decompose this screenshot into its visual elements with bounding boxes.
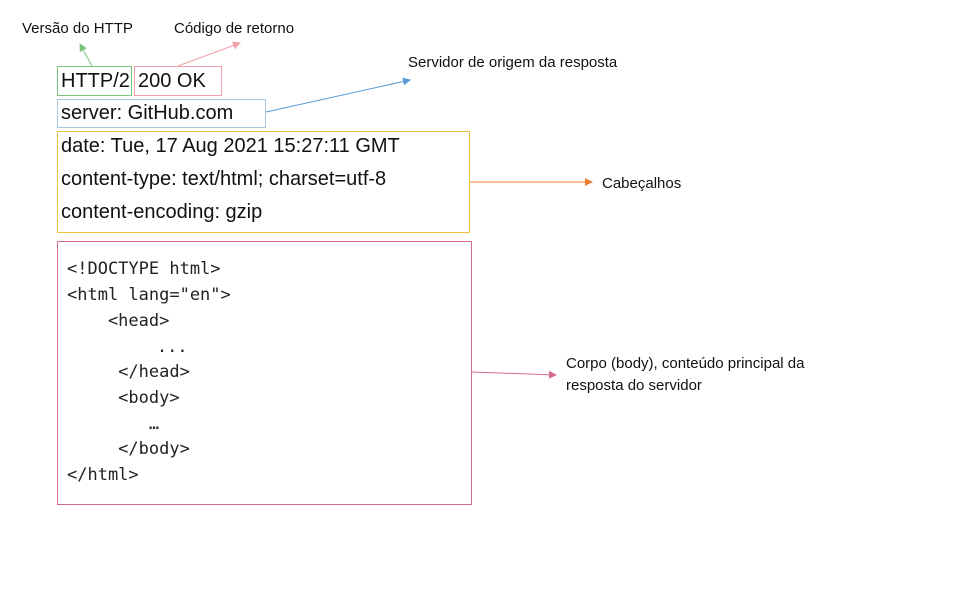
headers-box — [57, 131, 470, 233]
body-line-body-close: </body> — [67, 439, 190, 459]
arrow-version — [79, 43, 93, 67]
body-line-html-open: <html lang="en"> — [67, 285, 231, 305]
body-line-body-ellipsis: … — [67, 414, 160, 434]
body-line-body-open: <body> — [67, 388, 180, 408]
body-box — [57, 241, 472, 505]
label-status-code: Código de retorno — [174, 20, 295, 37]
arrow-server — [265, 77, 411, 113]
label-server-origin: Servidor de origem da resposta — [408, 54, 618, 71]
body-line-html-close: </html> — [67, 465, 139, 485]
body-line-head-close: </head> — [67, 362, 190, 382]
body-line-doctype: <!DOCTYPE html> — [67, 259, 221, 279]
status-box — [134, 66, 222, 96]
arrow-status — [177, 41, 241, 67]
arrow-body — [471, 370, 557, 379]
version-box — [57, 66, 132, 96]
body-line-head-open: <head> — [67, 311, 170, 331]
server-box — [57, 99, 266, 128]
label-http-version: Versão do HTTP — [22, 20, 133, 37]
label-body-line2: resposta do servidor — [566, 377, 702, 394]
http-version-text: HTTP/2 — [61, 70, 130, 92]
label-headers: Cabeçalhos — [602, 175, 682, 192]
body-line-head-ellipsis: ... — [75, 337, 188, 357]
server-header-text: server: GitHub.com — [61, 102, 234, 124]
header-content-type: content-type: text/html; charset=utf-8 — [61, 168, 387, 190]
label-body-line1: Corpo (body), conteúdo principal da — [566, 355, 805, 372]
header-content-encoding: content-encoding: gzip — [61, 201, 263, 223]
header-date: date: Tue, 17 Aug 2021 15:27:11 GMT — [61, 135, 400, 157]
status-code-text: 200 OK — [138, 70, 206, 92]
